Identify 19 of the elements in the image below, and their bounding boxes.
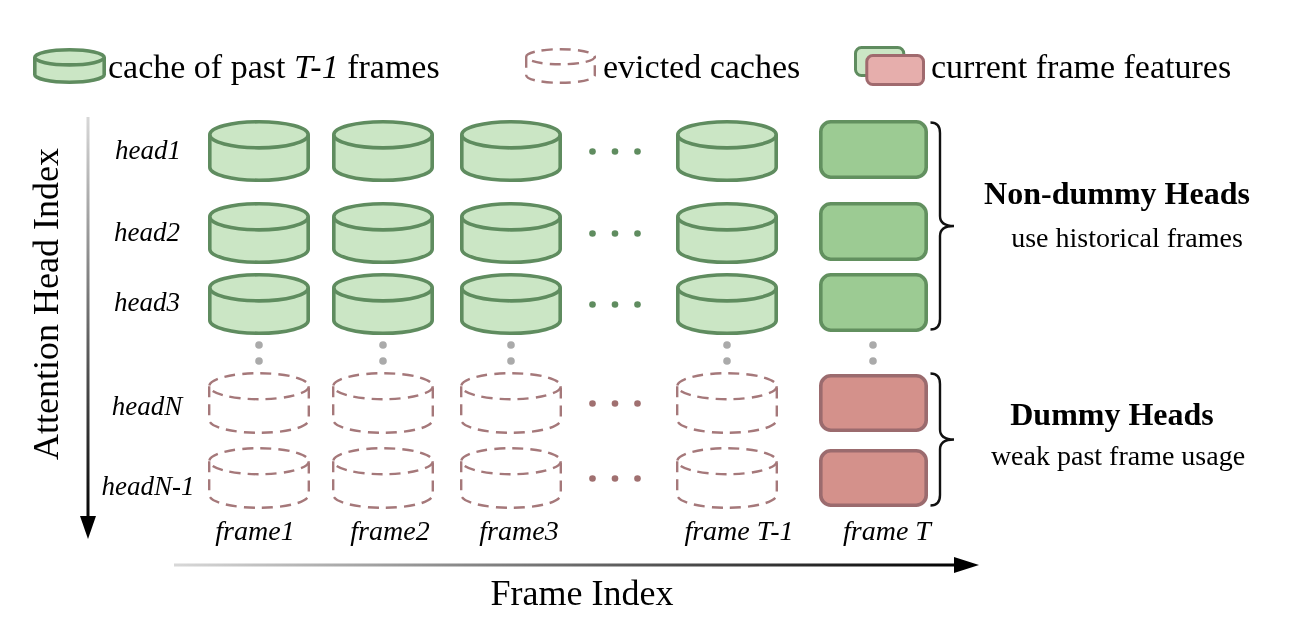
group-title: Non-dummy Heads [984, 174, 1250, 212]
group-description: use historical frames [1011, 221, 1243, 255]
row-label: headN-1 [101, 471, 195, 503]
legend-label: current frame features [931, 47, 1232, 87]
axis-title: Attention Head Index [26, 148, 68, 460]
group-title: Dummy Heads [1010, 395, 1214, 433]
row-label: head3 [114, 287, 180, 319]
column-label: frame T [843, 514, 931, 548]
row-label: head1 [115, 135, 181, 167]
legend-label: cache of past T-1 frames [108, 47, 440, 87]
legend-label: evicted caches [603, 47, 801, 87]
row-label: headN [111, 391, 183, 423]
axis-title: Frame Index [490, 573, 674, 615]
column-label: frame T-1 [684, 514, 794, 548]
row-label: head2 [114, 217, 180, 249]
group-description: weak past frame usage [990, 439, 1246, 473]
column-label: frame1 [215, 514, 295, 548]
column-label: frame2 [350, 514, 430, 548]
column-label: frame3 [479, 514, 559, 548]
